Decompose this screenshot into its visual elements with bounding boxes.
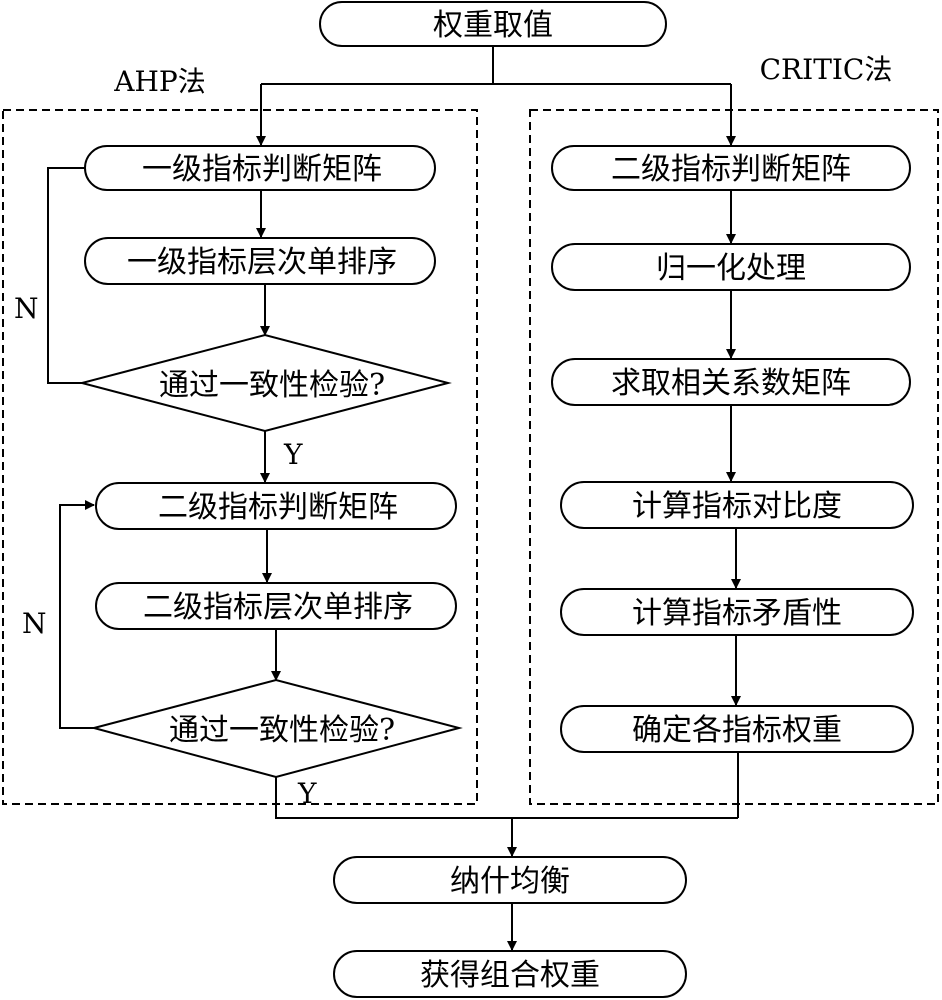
result-node bbox=[333, 950, 687, 998]
yes-label-1: Y bbox=[283, 438, 303, 471]
loop-no-2 bbox=[59, 500, 95, 729]
ahp-level1-matrix-node bbox=[84, 145, 436, 191]
ahp-level1-sort-text: 一级指标层次单排序 bbox=[127, 245, 397, 280]
start-text: 权重取值 bbox=[433, 8, 553, 43]
ahp-check2-text: 通过一致性检验? bbox=[169, 713, 395, 748]
critic-contrast-node bbox=[560, 481, 914, 529]
ahp-check1-diamond bbox=[78, 333, 452, 433]
critic-matrix-node bbox=[551, 145, 911, 191]
critic-contrast-text: 计算指标对比度 bbox=[632, 489, 842, 524]
no-label-2: N bbox=[22, 607, 47, 640]
ahp-group-box bbox=[2, 109, 478, 805]
nash-node bbox=[333, 856, 687, 904]
ahp-group-label: AHP法 bbox=[113, 65, 205, 98]
ahp-level2-matrix-text: 二级指标判断矩阵 bbox=[158, 490, 398, 525]
result-text: 获得组合权重 bbox=[420, 958, 600, 993]
critic-weights-text: 确定各指标权重 bbox=[632, 713, 842, 748]
critic-weights-node bbox=[560, 705, 914, 753]
ahp-level2-sort-node bbox=[95, 582, 457, 630]
critic-normalize-text: 归一化处理 bbox=[656, 251, 806, 286]
critic-conflict-node bbox=[560, 588, 914, 636]
nash-text: 纳什均衡 bbox=[450, 864, 570, 899]
ahp-level2-sort-text: 二级指标层次单排序 bbox=[143, 590, 413, 625]
start-node bbox=[319, 1, 667, 47]
critic-group-box bbox=[529, 109, 939, 805]
ahp-check1-text: 通过一致性检验? bbox=[159, 368, 385, 403]
ahp-level2-matrix-node bbox=[95, 482, 457, 530]
ahp-check2-diamond bbox=[90, 678, 463, 779]
yes-label-2: Y bbox=[297, 777, 317, 810]
ahp-level1-matrix-text: 一级指标判断矩阵 bbox=[142, 152, 382, 187]
critic-conflict-text: 计算指标矛盾性 bbox=[632, 596, 842, 631]
critic-corr-node bbox=[551, 358, 911, 406]
ahp-level1-sort-node bbox=[84, 237, 436, 285]
no-label-1: N bbox=[14, 292, 39, 325]
connector-yes-2 bbox=[275, 777, 738, 819]
critic-matrix-text: 二级指标判断矩阵 bbox=[611, 152, 851, 187]
loop-no-1 bbox=[47, 167, 85, 384]
critic-corr-text: 求取相关系数矩阵 bbox=[611, 366, 851, 401]
critic-normalize-node bbox=[551, 243, 911, 291]
critic-group-label: CRITIC法 bbox=[760, 53, 893, 86]
